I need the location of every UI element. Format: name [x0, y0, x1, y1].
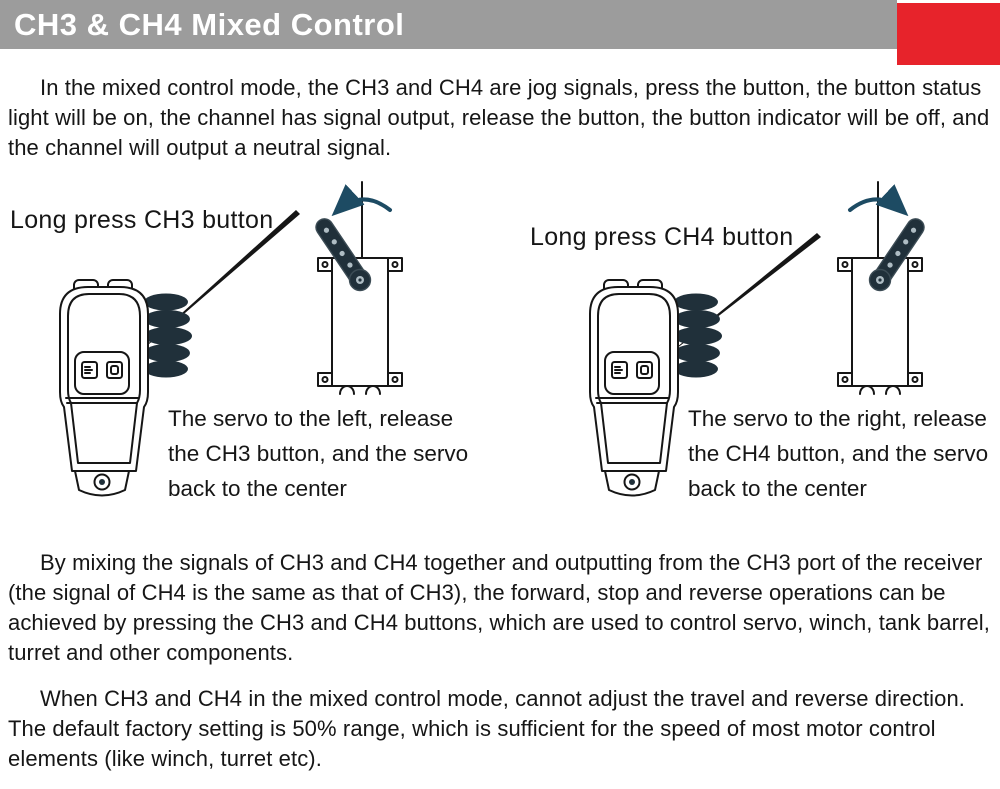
section-header-bar: CH3 & CH4 Mixed Control: [0, 0, 897, 49]
figure-illustrations: [59, 180, 1000, 497]
intro-paragraph: In the mixed control mode, the CH3 and C…: [8, 75, 990, 160]
mixing-paragraph: By mixing the signals of CH3 and CH4 tog…: [8, 550, 990, 665]
travel-paragraph: When CH3 and CH4 in the mixed control mo…: [8, 686, 966, 771]
figure-caption-ch3: The servo to the left, release the CH3 b…: [168, 406, 469, 501]
figure-label-ch4: Long press CH4 button: [530, 223, 794, 251]
servo-illustration-left: [313, 182, 402, 394]
servo-illustration-right: [838, 182, 927, 394]
section-title: CH3 & CH4 Mixed Control: [14, 7, 405, 42]
figure-caption-ch4: The servo to the right, release the CH4 …: [688, 406, 989, 501]
figure-label-ch3: Long press CH3 button: [10, 206, 274, 234]
header-accent-block: [897, 3, 1000, 65]
